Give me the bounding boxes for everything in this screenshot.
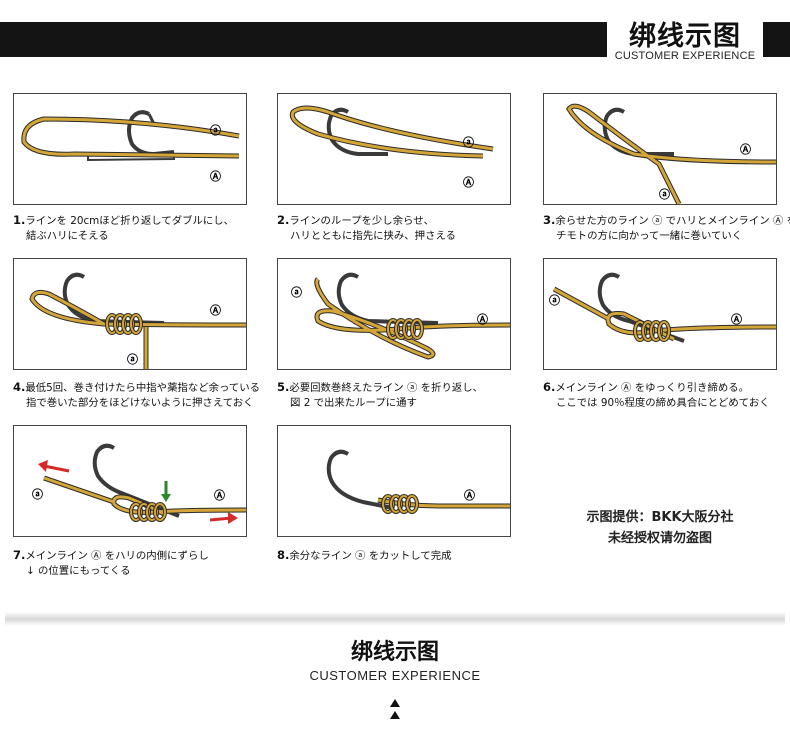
step-3-caption: 3.余らせた方のライン ⓐ でハリとメインライン Ⓐ を チモトの方に向かって一…	[543, 213, 790, 242]
step-4-figure: Ⓐ ⓐ	[13, 258, 247, 370]
step-5-caption: 5.必要回数巻終えたライン ⓐ を折り返し、 図 2 で出来たループに通す	[277, 380, 484, 409]
step-1-figure: ⓐ Ⓐ	[13, 93, 247, 205]
image-credit: 示图提供：BKK大阪分社 未经授权请勿盗图	[586, 510, 734, 546]
arrow-red-right-icon	[209, 512, 238, 524]
main-line-label: Ⓐ	[210, 303, 221, 317]
main-line-label: Ⓐ	[731, 312, 742, 326]
tag-line-label: ⓐ	[127, 352, 138, 366]
tag-line-label: ⓐ	[659, 187, 670, 201]
step-7-figure: ⓐ Ⓐ	[13, 425, 247, 537]
step-1-caption: 1.ラインを 20cmほど折り返してダブルにし、 結ぶハリにそえる	[13, 213, 235, 242]
up-arrow-icon	[390, 699, 400, 707]
step-5-figure: ⓐ Ⓐ	[277, 258, 511, 370]
main-line-label: Ⓐ	[464, 488, 475, 502]
tag-line-label: ⓐ	[210, 123, 221, 137]
step-4-caption: 4.最低5回、巻き付けたら中指や薬指など余っている 指で巻いた部分をほどけないよ…	[13, 380, 261, 409]
main-line-label: Ⓐ	[210, 169, 221, 183]
header-bar	[0, 22, 607, 57]
section-divider	[5, 612, 785, 626]
footer-title: 绑线示图	[350, 640, 439, 665]
main-line-label: Ⓐ	[740, 142, 751, 156]
step-2-caption: 2.ラインのループを少し余らせ、 ハリとともに指先に挟み、押さえる	[277, 213, 456, 242]
header-bar-end	[763, 22, 790, 57]
arrow-green-down-icon	[161, 481, 171, 502]
arrow-red-left-icon	[38, 460, 70, 473]
page-subtitle: CUSTOMER EXPERIENCE	[614, 50, 756, 62]
tag-line-label: ⓐ	[32, 487, 43, 501]
wrap-coils	[105, 313, 143, 335]
tag-line-label: ⓐ	[291, 285, 302, 299]
step-8-figure: Ⓐ	[277, 425, 511, 537]
page-title: 绑线示图	[629, 21, 741, 52]
step-8-caption: 8.余分なライン ⓐ をカットして完成	[277, 548, 452, 562]
step-6-caption: 6.メインライン Ⓐ をゆっくり引き締める。 ここでは 90％程度の締め具合にと…	[543, 380, 770, 409]
up-arrow-icon-2	[390, 711, 400, 719]
step-6-figure: ⓐ Ⓐ	[543, 258, 777, 370]
tag-line-label: ⓐ	[549, 293, 560, 307]
step-2-figure: ⓐ Ⓐ	[277, 93, 511, 205]
main-line-label: Ⓐ	[214, 488, 225, 502]
main-line-label: Ⓐ	[463, 175, 474, 189]
step-7-caption: 7.メインライン Ⓐ をハリの内側にずらし ↓ の位置にもってくる	[13, 548, 209, 577]
main-line-label: Ⓐ	[477, 312, 488, 326]
footer-subtitle: CUSTOMER EXPERIENCE	[309, 668, 481, 683]
tag-line-label: ⓐ	[463, 135, 474, 149]
step-3-figure: Ⓐ ⓐ	[543, 93, 777, 205]
